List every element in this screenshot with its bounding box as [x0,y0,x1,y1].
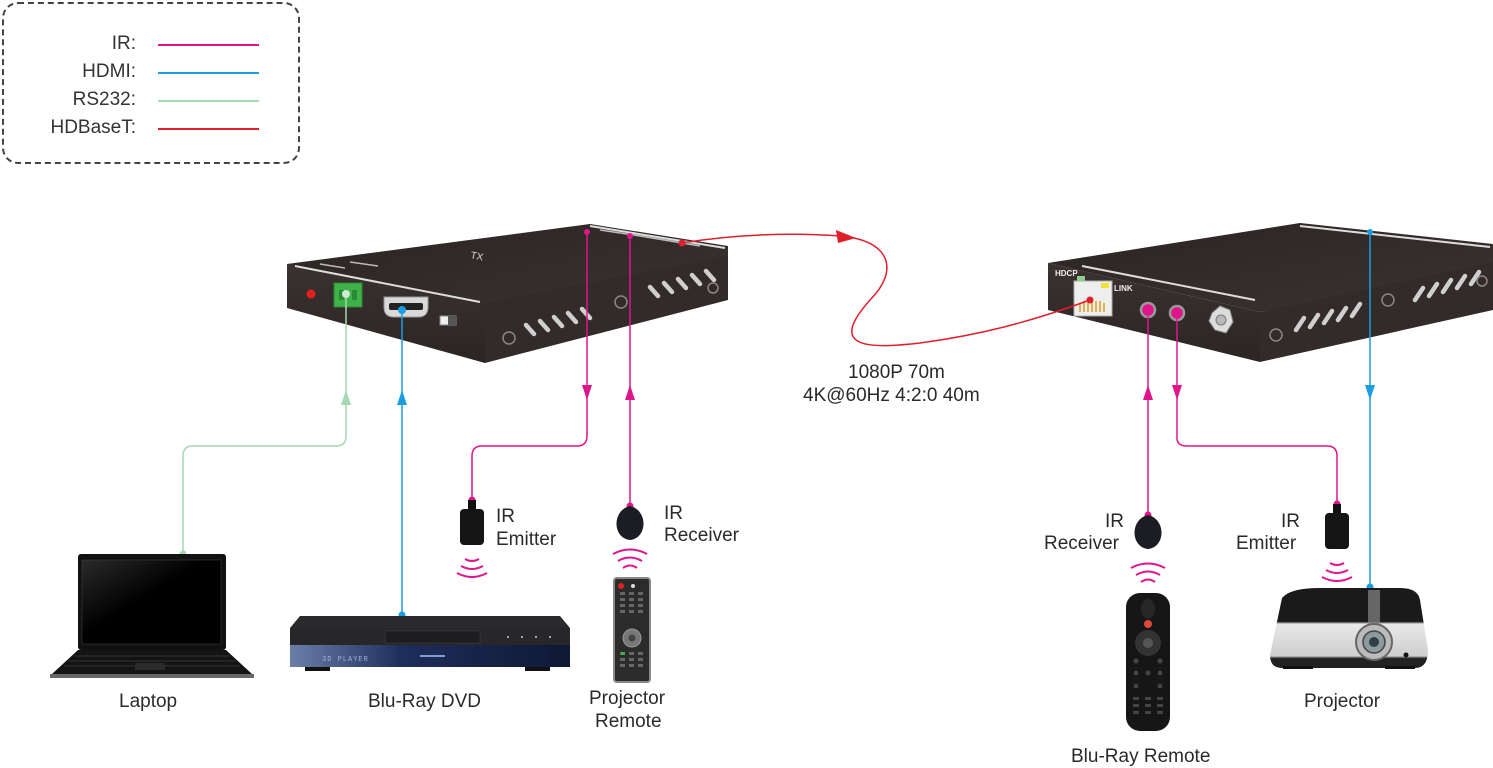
projector-remote-label-2: Remote [595,711,662,732]
ir-receiver-rx [1130,515,1166,583]
legend-swatch-ir [158,44,259,46]
ir-receiver-tx [612,506,648,569]
legend-swatch-hdbaset [158,128,259,130]
rx-ir-emitter-label-1: IR [1281,511,1300,532]
hdmi-arrow-icon [1365,385,1375,400]
bluray-remote-icon [1126,593,1170,731]
rs232-arrow-icon [341,390,351,405]
legend-swatch-hdmi [158,72,259,74]
legend-item-hdmi: HDMI: [0,61,298,85]
ir-arrow-icon [625,385,635,400]
tx-top-stripes [319,229,701,269]
legend-item-rs232: RS232: [0,89,298,113]
ir-emitter-tx [456,500,488,578]
legend-swatch-rs232 [158,100,259,102]
rx-ir-emitter-label-2: Emitter [1236,533,1297,554]
screw-icon [707,282,719,294]
tx-ir-receiver-label-2: Receiver [664,525,739,546]
ir-arrow-icon [1172,385,1182,400]
tx-side [485,256,728,363]
link-led [1101,283,1109,288]
laptop-icon [50,554,254,678]
projector-icon [1270,588,1428,669]
ir-port-icon [614,295,628,309]
link-label: LINK [1114,284,1133,293]
hdmi-endpoint [398,306,406,314]
cable-spec-line2: 4K@60Hz 4:2:0 40m [803,385,980,406]
ir-emitter-cable-tx [471,232,588,500]
power-port-center [1215,314,1227,326]
cable-spec-line1: 1080P 70m [848,362,945,383]
ir-signal-icon [612,548,648,569]
rx-top [1048,223,1493,312]
legend-label: HDMI: [82,61,136,82]
tx-ir-emitter-label-1: IR [496,506,515,527]
screw-icon [502,331,516,345]
port-icon [1381,293,1395,307]
ir-signal-icon [1321,562,1353,582]
rx-ir-receiver-label-2: Receiver [1044,533,1119,554]
tx-edge-highlight [589,225,726,249]
rs232-cable [182,294,347,554]
ir-in-port [1139,301,1157,319]
bluray-display-text: 3D PLAYER [322,656,369,664]
rx-ir-receiver-label-1: IR [1105,511,1124,532]
ir-signal-icon [456,558,488,578]
legend-label: HDBaseT: [50,117,136,138]
screw-icon [1269,328,1283,342]
tx-ir-receiver-label-1: IR [664,503,683,524]
projector-remote-label-1: Projector [589,688,666,709]
terminal-pin [339,290,344,300]
legend-item-ir: IR: [0,33,298,57]
hdcp-led [1077,276,1085,281]
ir-endpoint [627,233,633,239]
hdmi-slot [389,303,423,310]
transmitter-device: TX [287,224,728,363]
rx-edge-highlight [1081,265,1256,301]
bluray-remote-label: Blu-Ray Remote [1071,746,1211,767]
tx-top [287,224,728,318]
projector-label: Projector [1304,691,1381,712]
hdmi-endpoint [1367,229,1373,235]
projector-remote-icon [613,577,651,683]
hdbaset-arrow-icon [836,230,856,243]
legend-label: RS232: [72,89,136,110]
ir-out-port [1168,304,1186,322]
hdmi-arrow-icon [397,390,407,405]
legend-label: IR: [111,33,136,54]
rx-edge-highlight [1299,225,1491,248]
legend-item-hdbaset: HDBaseT: [0,117,298,141]
ir-emitter-cable-rx [1176,318,1338,504]
hdcp-label: HDCP [1055,269,1078,278]
hdbaset-cable [681,233,1091,347]
switch-knob [448,316,456,325]
tx-vents [523,268,717,337]
legend: IR: HDMI: RS232: HDBaseT: [2,2,300,164]
screw-icon [1476,275,1488,287]
ir-emitter-rx [1321,504,1353,582]
rs232-endpoint [342,290,350,298]
rx-vents [1293,269,1482,333]
tx-ir-emitter-label-2: Emitter [496,529,557,550]
bluray-dvd-label: Blu-Ray DVD [368,691,481,712]
receiver-device: HDCP LINK [1048,223,1493,362]
laptop-label: Laptop [119,691,178,712]
ir-endpoint [584,229,590,235]
tx-badge: TX [469,250,484,263]
bluray-player-icon: 3D PLAYER [290,616,570,671]
tx-edge-highlight [294,265,481,303]
power-led-icon [306,289,316,299]
hdbaset-endpoint [1086,296,1094,304]
terminal-pin [352,290,357,300]
ir-arrow-icon [1143,385,1153,400]
hdbaset-endpoint [678,239,686,247]
ir-signal-icon [1130,562,1166,583]
ir-arrow-icon [582,385,592,400]
